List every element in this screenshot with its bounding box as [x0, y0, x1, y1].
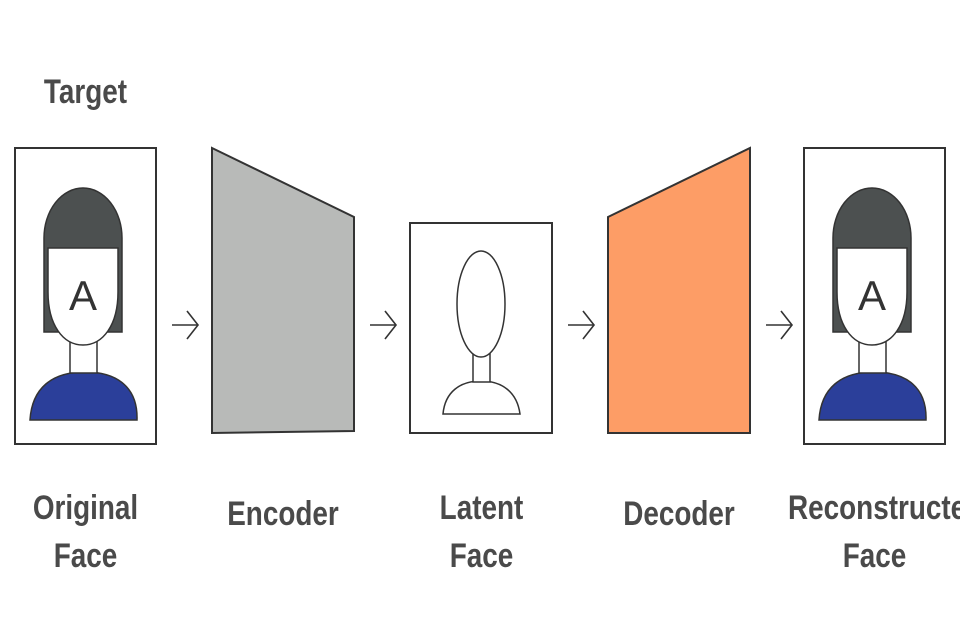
label-reconstructed-face: Reconstructed Face	[787, 489, 960, 575]
original-face-icon: A	[29, 187, 138, 421]
face-letter: A	[858, 272, 886, 319]
label-decoder: Decoder	[623, 495, 735, 533]
latent-face-box	[409, 222, 553, 434]
label-encoder: Encoder	[227, 495, 339, 533]
arrow-right-icon	[766, 310, 794, 340]
face-letter: A	[69, 272, 97, 319]
label-original-face: Original Face	[32, 489, 139, 575]
label-latent-face: Latent Face	[439, 489, 524, 575]
original-face-box: A	[14, 147, 157, 445]
diagram-title: Target	[43, 73, 128, 111]
arrow-right-icon	[172, 310, 200, 340]
arrow-right-icon	[568, 310, 596, 340]
latent-face-icon	[442, 250, 521, 415]
decoder-block	[607, 146, 751, 434]
encoder-block	[211, 146, 355, 435]
arrow-right-icon	[370, 310, 398, 340]
reconstructed-face-icon: A	[818, 187, 927, 421]
reconstructed-face-box: A	[803, 147, 946, 445]
